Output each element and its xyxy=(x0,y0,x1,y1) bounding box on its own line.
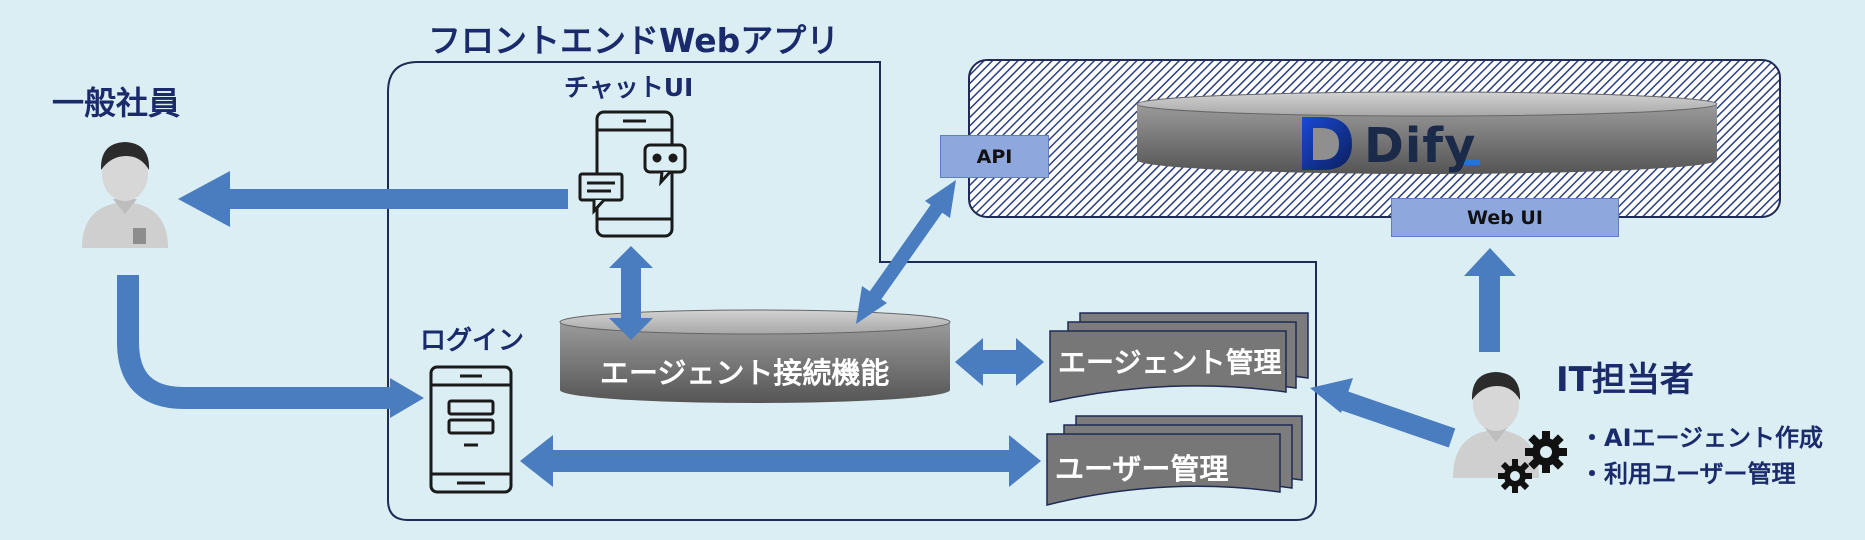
chat-phone-icon xyxy=(578,110,687,238)
login-label: ログイン xyxy=(420,326,525,356)
frontend-title: フロントエンドWebアプリ xyxy=(428,21,840,60)
gear-icon xyxy=(1525,431,1567,473)
arrow-connector-agent-mgmt xyxy=(955,338,1044,386)
connector-label: エージェント接続機能 xyxy=(600,356,890,390)
it-staff-person-icon xyxy=(1453,372,1539,478)
gear-icon-small xyxy=(1498,459,1532,493)
it-task-manage-users: ・利用ユーザー管理 xyxy=(1580,460,1796,488)
arrow-chat-connector xyxy=(609,246,653,340)
agent-mgmt-label: エージェント管理 xyxy=(1058,346,1282,379)
arrow-chat-to-employee xyxy=(178,171,568,227)
api-endpoint-box: API xyxy=(940,135,1049,178)
connector-cylinder xyxy=(559,309,951,403)
user-mgmt-doc-stack xyxy=(1046,415,1303,506)
webui-box: Web UI xyxy=(1391,198,1619,237)
it-staff-label: IT担当者 xyxy=(1556,360,1694,400)
dify-logo-icon xyxy=(1302,117,1352,170)
arrow-connector-api xyxy=(856,180,956,324)
dify-cylinder xyxy=(1136,91,1718,174)
agent-mgmt-doc-stack xyxy=(1049,312,1309,403)
employee-person-icon xyxy=(82,142,168,248)
login-phone-icon xyxy=(429,365,513,494)
arrow-it-to-webui xyxy=(1464,248,1516,352)
it-task-create-agent: ・AIエージェント作成 xyxy=(1580,424,1824,452)
arrow-it-to-agent-mgmt xyxy=(1310,378,1456,448)
arrow-login-user-mgmt xyxy=(520,435,1041,487)
user-mgmt-label: ユーザー管理 xyxy=(1055,452,1229,486)
chat-ui-label: チャットUI xyxy=(564,73,694,102)
frontend-app-boundary xyxy=(387,61,1317,521)
dify-logo-text: Dify xyxy=(1364,118,1477,174)
arrow-employee-to-login xyxy=(117,275,424,418)
employee-label: 一般社員 xyxy=(52,84,181,122)
dify-logo-underscore xyxy=(1464,160,1480,165)
